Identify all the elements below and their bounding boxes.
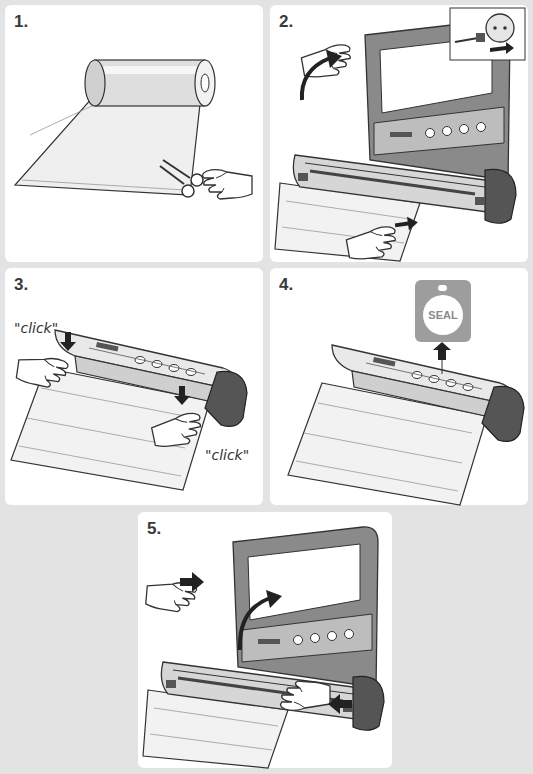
step-number: 1. xyxy=(14,12,28,32)
step-3-art xyxy=(11,330,247,490)
step-panel: 3. xyxy=(5,268,263,505)
push-arrow xyxy=(180,572,204,592)
bag-roll xyxy=(95,60,205,106)
press-arrow xyxy=(433,342,451,360)
step-2-art xyxy=(275,8,525,263)
step-panel: 1. xyxy=(5,5,263,262)
sound-label: "click" xyxy=(14,320,58,336)
step-number: 2. xyxy=(279,12,293,32)
step-number: 5. xyxy=(147,519,161,539)
hang-hole xyxy=(438,285,447,291)
scissors xyxy=(160,160,203,197)
step-panel: 5. xyxy=(138,512,392,768)
step-5-art xyxy=(143,527,384,768)
lift-arrow xyxy=(240,598,270,650)
step-number: 3. xyxy=(14,275,28,295)
step-1-art xyxy=(15,60,252,199)
bag-sheet xyxy=(15,98,200,195)
lift-arrow xyxy=(302,58,330,100)
push-arrow xyxy=(328,694,352,714)
step-4-art xyxy=(288,342,524,505)
step-number: 4. xyxy=(279,275,293,295)
button-inset: SEAL xyxy=(415,280,471,342)
step-panel: 2. xyxy=(270,5,528,262)
button-label: SEAL xyxy=(423,295,463,335)
plug-inset xyxy=(450,8,525,60)
step-panel: 4. SEAL xyxy=(270,268,528,505)
sound-label: "click" xyxy=(205,447,249,463)
